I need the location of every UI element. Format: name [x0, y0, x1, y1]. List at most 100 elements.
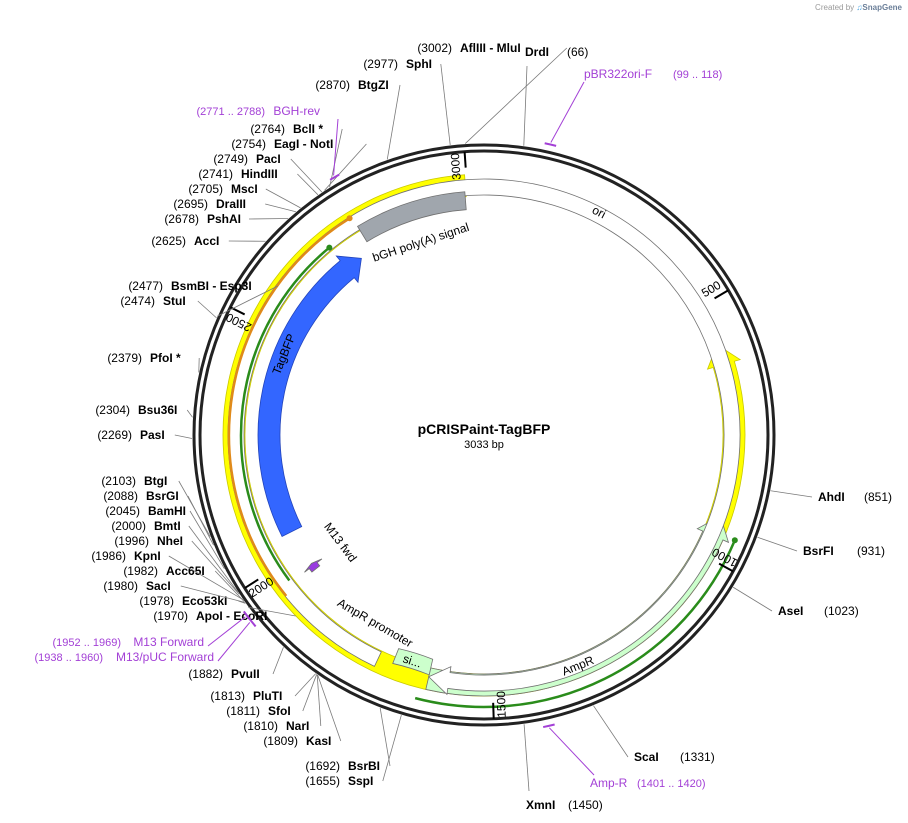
site-leader-bsrbi-1692 [379, 707, 391, 767]
feature-bgh-poly-a-signal[interactable] [356, 191, 467, 243]
site-name-kpni-1986[interactable]: KpnI [134, 549, 161, 563]
primer-leader-amp-r [548, 727, 595, 776]
site-name-scai-1331[interactable]: ScaI [634, 750, 659, 764]
site-pos-sphi-2977: (2977) [363, 57, 398, 71]
site-leader-kpni-1986 [168, 555, 243, 600]
site-name-btgi-2103[interactable]: BtgI [144, 474, 167, 488]
site-leader-draiii-2695 [265, 203, 296, 213]
orf-ampr-end [731, 537, 738, 544]
primer-range-bgh-rev: (2771 .. 2788) [197, 106, 266, 118]
site-name-nhei-1996[interactable]: NheI [157, 534, 183, 548]
site-name-bcli-2764[interactable]: BclI * [293, 122, 323, 136]
site-name-pfoi-2379[interactable]: PfoI * [150, 351, 181, 365]
feature-tagbfp[interactable] [257, 255, 362, 538]
site-name-apoi-ecori-1970[interactable]: ApoI - EcoRI [196, 609, 267, 623]
site-leader-pluti-1813 [294, 673, 317, 697]
site-name-acc65i-1982[interactable]: Acc65I [166, 564, 205, 578]
feature-label-si: si... [401, 652, 423, 671]
site-name-paci-2749[interactable]: PacI [256, 152, 281, 166]
site-leader-bsmbi-esp3i-2477 [217, 285, 278, 317]
site-name-afliii-mlui-3002[interactable]: AflIII - MluI [460, 41, 521, 55]
site-name-nari-1810[interactable]: NarI [286, 719, 309, 733]
orf-orange [227, 217, 351, 597]
site-name-kasi-1809[interactable]: KasI [306, 734, 331, 748]
site-leader-drdi-66 [523, 65, 528, 146]
site-leader-sspi-1655 [382, 714, 402, 782]
site-name-pluti-1813[interactable]: PluTI [253, 689, 282, 703]
site-name-bsrfi-931[interactable]: BsrFI [803, 544, 834, 558]
site-name-acci-2625[interactable]: AccI [194, 234, 219, 248]
feature-m13-fwd[interactable] [304, 558, 323, 573]
site-name-xmni-1450[interactable]: XmnI [526, 798, 555, 812]
site-name-drdi-66[interactable]: DrdI [525, 45, 549, 59]
site-pos-saci-1980: (1980) [103, 579, 138, 593]
site-pos-eagi-noti-2754: (2754) [231, 137, 266, 151]
site-leader-xmni-1450 [523, 724, 530, 792]
site-name-pvuii-1882[interactable]: PvuII [231, 667, 260, 681]
primer-name-m13-puc-forward[interactable]: M13/pUC Forward [116, 650, 214, 664]
site-leader-bamhi-2045 [189, 510, 225, 569]
site-pos-sfoi-1811: (1811) [226, 704, 260, 718]
site-leader-nari-1810 [316, 674, 322, 727]
site-leader-btgi-2103 [178, 480, 211, 537]
site-pos-kpni-1986: (1986) [91, 549, 126, 563]
site-name-eagi-noti-2754[interactable]: EagI - NotI [274, 137, 333, 151]
feature-label-m13-fwd: M13 fwd [321, 520, 359, 565]
site-layer: DrdI(66)AhdI(851)BsrFI(931)AseI(1023)Sca… [91, 41, 892, 812]
site-name-bamhi-2045[interactable]: BamHI [148, 504, 186, 518]
site-name-draiii-2695[interactable]: DraIII [216, 197, 246, 211]
site-name-sspi-1655[interactable]: SspI [348, 774, 373, 788]
plasmid-name: pCRISPaint-TagBFP [418, 421, 551, 437]
site-name-eco53ki-1978[interactable]: Eco53kI [182, 594, 227, 608]
site-name-msci-2705[interactable]: MscI [231, 182, 258, 196]
credit-brand: SnapGene [862, 3, 902, 12]
site-name-bsmbi-esp3i-2477[interactable]: BsmBI - Esp3I [171, 279, 252, 293]
site-name-sphi-2977[interactable]: SphI [406, 57, 432, 71]
site-leader-msci-2705 [265, 188, 301, 209]
site-name-ahdi-851[interactable]: AhdI [818, 490, 845, 504]
primer-name-pbr322ori-f[interactable]: pBR322ori-F [584, 67, 652, 81]
site-leader-bsu36i-2304 [186, 409, 193, 418]
site-pos-bsu36i-2304: (2304) [95, 403, 130, 417]
site-leader-eagi-noti-2754 [324, 143, 367, 191]
site-pos-acc65i-1982: (1982) [123, 564, 158, 578]
site-name-pshai-2678[interactable]: PshAI [207, 212, 241, 226]
site-name-sfoi-1811[interactable]: SfoI [268, 704, 291, 718]
primer-range-m13-forward: (1952 .. 1969) [53, 637, 122, 649]
site-leader-scai-1331 [593, 705, 629, 758]
site-name-stui-2474[interactable]: StuI [163, 294, 186, 308]
primer-range-amp-r: (1401 .. 1420) [637, 778, 706, 790]
primer-name-m13-forward[interactable]: M13 Forward [133, 635, 204, 649]
site-name-asei-1023[interactable]: AseI [778, 604, 803, 618]
orf-layer [227, 215, 738, 709]
site-leader-hindiii-2741 [297, 173, 319, 196]
primer-mark-amp-r[interactable] [542, 723, 555, 729]
site-pos-bamhi-2045: (2045) [105, 504, 140, 518]
primer-mark-pbr322ori-f[interactable] [544, 142, 557, 147]
plasmid-length: 3033 bp [464, 439, 504, 451]
site-name-bsrgi-2088[interactable]: BsrGI [146, 489, 179, 503]
feature-si[interactable] [392, 648, 434, 676]
site-name-bmti-2000[interactable]: BmtI [154, 519, 181, 533]
site-name-pasi-2269[interactable]: PasI [140, 428, 165, 442]
site-pos-pfoi-2379: (2379) [107, 351, 142, 365]
site-name-bsrbi-1692[interactable]: BsrBI [348, 759, 380, 773]
site-leader-stui-2474 [197, 300, 217, 319]
site-pos-nari-1810: (1810) [243, 719, 278, 733]
site-name-hindiii-2741[interactable]: HindIII [241, 167, 278, 181]
primer-mark-bgh-rev[interactable] [329, 173, 340, 181]
primer-mark-m13-puc-forward[interactable] [246, 615, 257, 628]
site-pos-pluti-1813: (1813) [210, 689, 245, 703]
site-name-saci-1980[interactable]: SacI [146, 579, 171, 593]
site-pos-scai-1331: (1331) [680, 750, 715, 764]
primer-name-amp-r[interactable]: Amp-R [590, 776, 628, 790]
primer-name-bgh-rev[interactable]: BGH-rev [273, 104, 320, 118]
site-leader-pasi-2269 [174, 434, 193, 439]
site-name-btgzi-2870[interactable]: BtgZI [358, 78, 389, 92]
snapgene-logo-icon: ♫ [856, 3, 863, 12]
site-pos-apoi-ecori-1970: (1970) [153, 609, 188, 623]
site-name-bsu36i-2304[interactable]: Bsu36I [138, 403, 177, 417]
orf-tagbfp [239, 246, 331, 582]
backbone-layer [192, 143, 776, 727]
snapgene-credit: Created by ♫SnapGene [815, 3, 902, 12]
